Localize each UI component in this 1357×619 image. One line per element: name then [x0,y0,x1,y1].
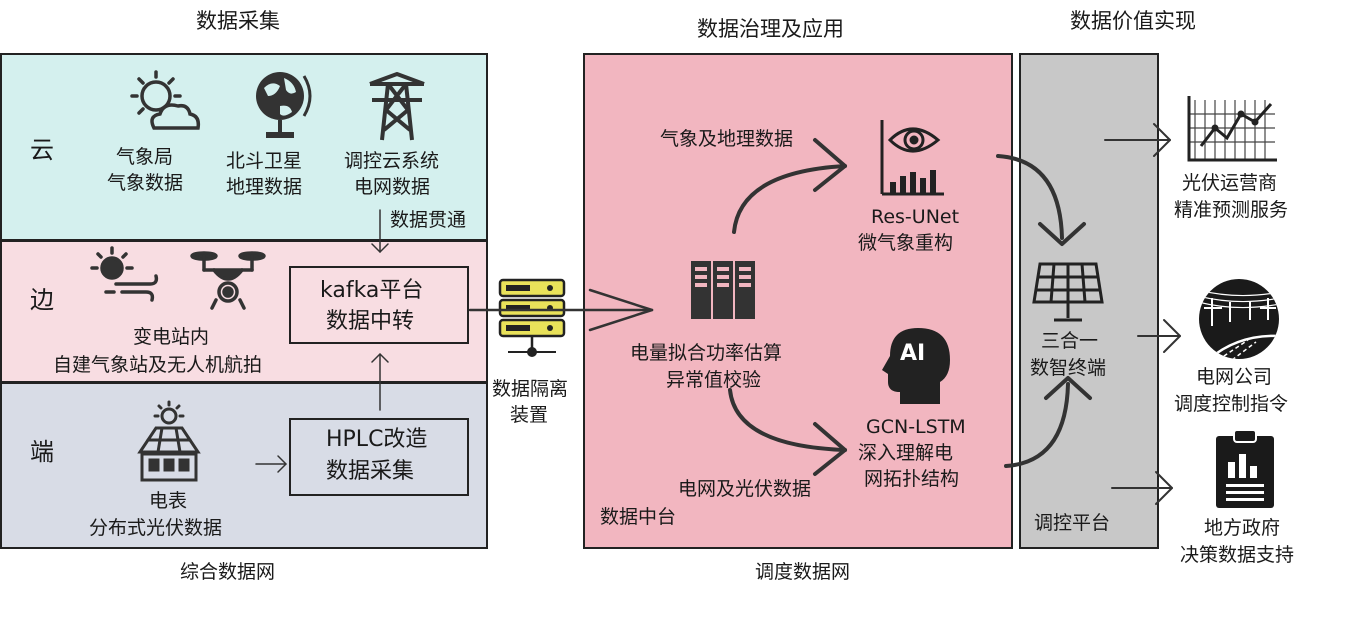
arrow-core-to-gcn [728,388,847,476]
beidou-label-1: 北斗卫星 [226,150,303,172]
kafka-platform-box [289,266,469,344]
eye-chart-icon [880,120,944,196]
section-title-governance: 数据治理及应用 [697,17,844,41]
core-label-1: 电量拟合功率估算 [630,342,783,364]
core-label-2: 异常值校验 [666,369,762,391]
pv-operator-label-2: 精准预测服务 [1174,199,1289,221]
sun-wind-icon [90,246,159,302]
resunet-label-2: 微气象重构 [858,232,954,254]
arrow-to-grid-company [1137,319,1181,353]
weather-label-1: 气象局 [116,146,174,168]
clipboard-report-icon [1216,429,1274,508]
section-title-collection: 数据采集 [196,9,280,33]
arrow-core-to-resunet [732,138,847,234]
pv-operator-label-1: 光伏运营商 [1182,172,1278,194]
arrow-hplc-to-kafka [371,353,389,411]
hplc-label-2: 数据采集 [326,459,415,484]
transmission-tower-icon [369,72,425,141]
ai-badge-text: AI [900,341,926,366]
gcn-label-3: 网拓扑结构 [864,468,960,490]
arrow-meter-to-hplc [255,455,287,473]
grid-pv-data-label: 电网及光伏数据 [678,478,812,500]
meter-label-2: 分布式光伏数据 [89,517,223,539]
hplc-box [289,418,469,496]
resunet-label-1: Res-UNet [871,206,960,228]
station-label-1: 变电站内 [133,326,210,348]
control-platform-label: 调控平台 [1034,512,1111,534]
weather-icon [130,70,201,130]
network-label-mid: 调度数据网 [755,561,851,583]
terminal-label-2: 数智终端 [1030,357,1107,379]
isolation-server-icon [498,278,566,357]
terminal-label-1: 三合一 [1041,330,1099,352]
geo-data-label: 气象及地理数据 [660,128,794,150]
isolation-label-2: 装置 [510,404,549,426]
grid-company-label-2: 调度控制指令 [1174,393,1289,415]
data-platform-label: 数据中台 [600,506,677,528]
power-line-photo-icon [1199,279,1279,359]
local-gov-label-2: 决策数据支持 [1180,544,1295,566]
forecast-chart-icon [1187,96,1277,162]
data-link-label: 数据贯通 [390,209,467,231]
kafka-label-2: 数据中转 [326,309,415,334]
arrow-gcn-to-terminal [1004,376,1092,468]
grid-company-label-1: 电网公司 [1196,366,1273,388]
binders-icon [691,261,755,319]
grid-system-label-1: 调控云系统 [344,150,440,172]
beidou-label-2: 地理数据 [226,176,303,198]
drone-icon [190,251,266,310]
network-label-left: 综合数据网 [180,561,276,583]
arrow-to-pv-operator [1104,123,1171,157]
isolation-label-1: 数据隔离 [492,378,569,400]
gcn-label-1: GCN-LSTM [866,416,966,438]
meter-label-1: 电表 [149,490,188,512]
grid-system-label-2: 电网数据 [354,176,431,198]
arrow-cloud-to-kafka [371,209,389,253]
arrow-resunet-to-terminal [996,154,1086,246]
kafka-label-1: kafka平台 [320,278,424,303]
section-title-value: 数据价值实现 [1070,9,1196,33]
row-label-end: 端 [30,438,54,466]
row-label-cloud: 云 [30,136,54,164]
edge-layer-panel [0,239,488,384]
row-label-edge: 边 [30,286,54,314]
end-layer-panel [0,382,488,549]
gcn-label-2: 深入理解电 [858,442,954,464]
arrow-to-local-gov [1111,471,1173,505]
arrow-kafka-to-middle [468,288,654,332]
ai-head-icon [882,328,950,404]
solar-panel-terminal-icon [1032,262,1104,322]
local-gov-label-1: 地方政府 [1204,517,1281,539]
hplc-label-1: HPLC改造 [326,427,428,452]
data-middle-platform-panel [583,53,1013,549]
solar-house-icon [137,400,201,482]
globe-icon [256,72,312,138]
station-label-2: 自建气象站及无人机航拍 [53,354,263,376]
weather-label-2: 气象数据 [107,172,184,194]
